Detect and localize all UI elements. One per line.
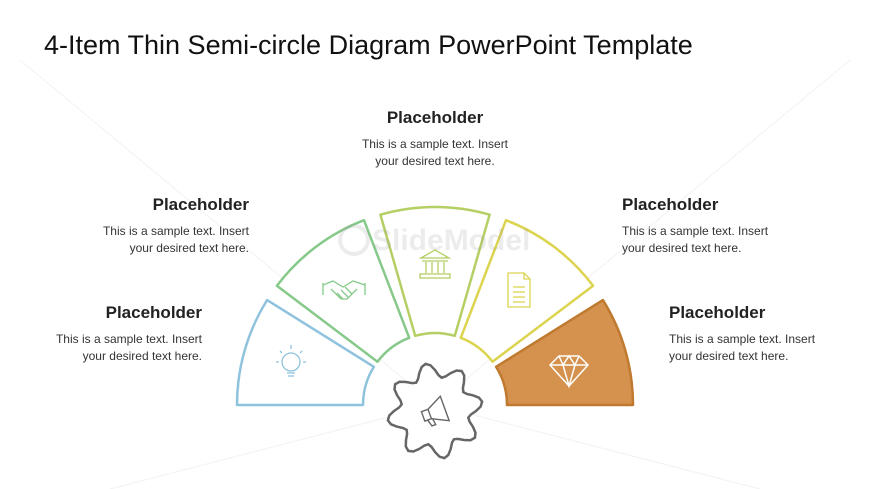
item-right-bottom-line-1: This is a sample text. Insert [669, 332, 816, 346]
item-left-bottom-description: This is a sample text. Insert your desir… [0, 331, 202, 365]
item-right-top: Placeholder This is a sample text. Inser… [622, 195, 862, 257]
item-right-bottom-line-2: your desired text here. [669, 349, 789, 363]
item-left-top-line-2: your desired text here. [129, 241, 249, 255]
segments-layer [235, 205, 635, 407]
document-icon [507, 272, 531, 308]
handshake-icon [322, 280, 366, 300]
segment-lime [379, 205, 491, 338]
item-center-description: This is a sample text. Insert your desir… [315, 136, 555, 170]
lightbulb-icon [276, 345, 306, 377]
item-right-top-line-2: your desired text here. [622, 241, 742, 255]
item-right-bottom-description: This is a sample text. Insert your desir… [669, 331, 870, 365]
watermark: SlideModel [338, 224, 530, 257]
item-left-top: Placeholder This is a sample text. Inser… [9, 195, 249, 257]
item-center: Placeholder This is a sample text. Inser… [315, 108, 555, 170]
icons-layer [276, 249, 590, 389]
item-left-bottom-line-1: This is a sample text. Insert [55, 332, 202, 346]
item-center-line-2: your desired text here. [375, 154, 495, 168]
item-center-line-1: This is a sample text. Insert [361, 137, 509, 151]
item-right-bottom: Placeholder This is a sample text. Inser… [669, 303, 870, 365]
slide-title: 4-Item Thin Semi-circle Diagram PowerPoi… [44, 30, 693, 60]
segment-yellow [459, 218, 595, 363]
item-right-top-description: This is a sample text. Insert your desir… [622, 223, 862, 257]
item-right-top-heading: Placeholder [622, 195, 719, 214]
svg-text:SlideModel: SlideModel [372, 224, 530, 257]
bank-icon [418, 249, 452, 279]
item-left-top-line-1: This is a sample text. Insert [102, 224, 249, 238]
item-center-heading: Placeholder [386, 108, 484, 127]
center-gear [386, 362, 484, 460]
item-left-top-heading: Placeholder [152, 195, 249, 214]
item-left-bottom-line-2: your desired text here. [82, 349, 202, 363]
diamond-icon [548, 354, 590, 389]
segment-green [275, 218, 411, 363]
item-right-bottom-heading: Placeholder [669, 303, 766, 322]
item-right-top-line-1: This is a sample text. Insert [622, 224, 769, 238]
segment-orange [494, 298, 635, 407]
item-left-bottom: Placeholder This is a sample text. Inser… [0, 303, 202, 365]
megaphone-icon [420, 394, 451, 427]
item-left-bottom-heading: Placeholder [105, 303, 202, 322]
item-left-top-description: This is a sample text. Insert your desir… [9, 223, 249, 257]
segment-blue [235, 298, 376, 407]
